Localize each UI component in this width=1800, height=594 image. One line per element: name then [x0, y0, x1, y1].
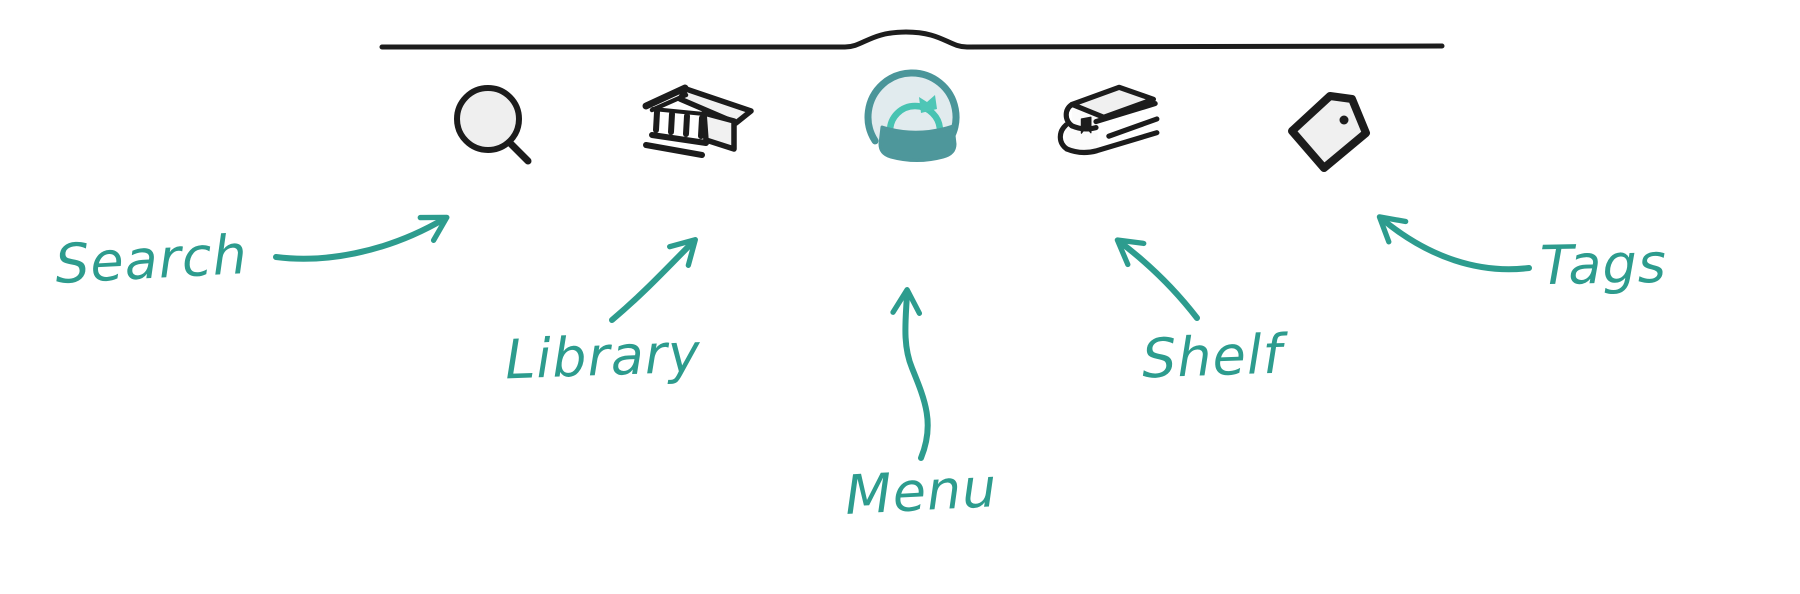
tab-shelf[interactable]: [1048, 58, 1168, 180]
search-icon: [454, 85, 532, 165]
shelf-annotation-arrow: [1114, 237, 1200, 321]
app-logo-menu-icon: [864, 69, 960, 162]
tab-library[interactable]: [636, 58, 756, 180]
tags-annotation-arrow: [1376, 214, 1532, 273]
library-building-icon: [642, 84, 754, 158]
menu-annotation-label: Menu: [843, 456, 999, 527]
tab-tags[interactable]: [1272, 58, 1392, 180]
tags-annotation-label: Tags: [1539, 231, 1668, 298]
library-annotation-arrow: [609, 237, 698, 323]
price-tag-icon: [1288, 91, 1370, 172]
search-annotation-label: Search: [53, 223, 250, 297]
shelf-annotation-label: Shelf: [1140, 322, 1284, 391]
library-annotation-label: Library: [503, 321, 702, 392]
menu-annotation-arrow: [890, 287, 931, 461]
tab-search[interactable]: [428, 58, 548, 180]
tab-bar-notch-outline: [379, 29, 1445, 50]
stacked-books-icon: [1057, 84, 1160, 156]
search-annotation-arrow: [273, 214, 450, 262]
tab-menu[interactable]: [852, 58, 972, 180]
